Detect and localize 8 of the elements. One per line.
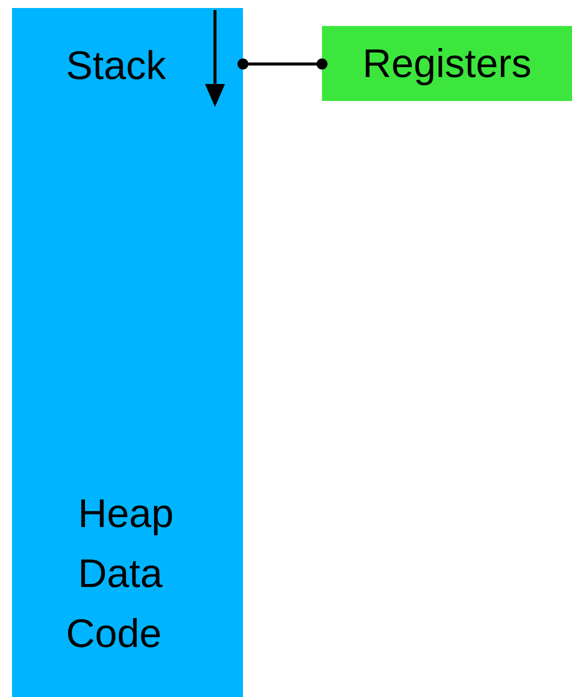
segment-label: Registers bbox=[362, 40, 532, 88]
segment-label: Data bbox=[78, 551, 162, 598]
segment-label: Heap bbox=[78, 491, 174, 538]
registers-box bbox=[322, 26, 572, 101]
memory-column bbox=[12, 8, 243, 697]
segment-label: Stack bbox=[66, 43, 166, 90]
segment-label: Code bbox=[66, 611, 162, 658]
connector-line bbox=[238, 58, 328, 70]
